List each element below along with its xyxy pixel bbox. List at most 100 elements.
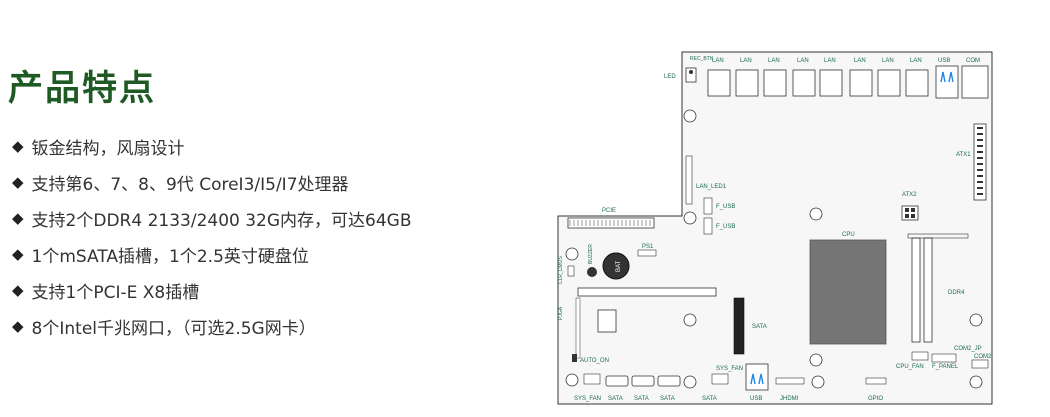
cpu-fan-label: CPU_FAN [896,364,924,370]
diamond-bullet-icon: ◆ [12,209,24,227]
lan-label: LAN [740,58,752,64]
cpu-fan-header [911,351,929,361]
lan-label: LAN [712,58,724,64]
f-panel-header [931,353,957,363]
feature-text: 钣金结构，风扇设计 [31,138,185,159]
f-usb-header [703,197,713,215]
ddr4-latch [907,233,969,239]
buzzer [587,267,597,277]
usb-label: USB [750,396,762,402]
rec-btn-label: REC_BTN [690,56,714,62]
lan-label: LAN [910,58,922,64]
feature-text: 支持2个DDR4 2133/2400 32G内存，可达64GB [31,210,412,231]
mounting-hole [565,247,579,261]
ddr4-slot [923,237,933,343]
sata-label: SATA [608,396,623,402]
mounting-hole [809,353,823,367]
sata-label: SATA [634,396,649,402]
ddr4-label: DDR4 [948,290,965,296]
atx1-label: ATX1 [956,152,971,158]
atx2-header [901,205,919,221]
pjga-header [575,297,581,359]
led-dot [689,70,693,74]
mounting-hole [683,375,697,389]
diamond-bullet-icon: ◆ [12,317,24,335]
diamond-bullet-icon: ◆ [12,245,24,263]
com2-label: COM2 [974,354,992,360]
usb-port [745,363,769,391]
pcie-slot [567,217,655,229]
lan-led1-label: LAN_LED1 [696,184,727,190]
lan-port [905,69,929,97]
feature-text: 8个Intel千兆网口，（可选2.5G网卡） [31,318,316,339]
gpio-label: GPIO [868,396,883,402]
feature-text: 1个mSATA插槽，1个2.5英寸硬盘位 [31,246,309,267]
lan-ports: LAN LAN LAN LAN LAN LAN LAN LAN [707,58,929,97]
motherboard-diagram: REC_BTN LED LAN LAN LAN LAN LAN LAN LAN … [552,48,1002,408]
atx2-pin [905,214,909,218]
sata-port [605,375,629,387]
diamond-bullet-icon: ◆ [12,137,24,155]
pcie-pins [569,220,651,226]
lan-label: LAN [797,58,809,64]
atx2-pin [911,208,915,212]
sata-label: SATA [660,396,675,402]
atx1-pins [977,127,983,195]
usb-port [935,65,959,99]
ps1-label: PS1 [642,244,654,250]
rec-button [685,67,697,83]
feature-item: ◆ 1个mSATA插槽，1个2.5英寸硬盘位 [12,236,412,272]
mounting-holes [565,109,983,389]
feature-item: ◆ 支持1个PCI-E X8插槽 [12,272,412,308]
mounting-hole [969,375,983,389]
feature-item: ◆ 钣金结构，风扇设计 [12,128,412,164]
jhdmi-label: JHDMI [780,396,799,402]
cpu-label: CPU [842,232,855,238]
sys-fan-label: SYS_FAN [574,396,601,402]
sys-fan-label: SYS_FAN [716,366,743,372]
mounting-hole [683,109,697,123]
sata-label: SATA [702,396,717,402]
feature-text: 支持第6、7、8、9代 CoreI3/I5/I7处理器 [31,174,349,195]
clr-cmos-jumper [567,265,575,277]
lan-port [763,69,787,97]
mounting-hole [811,375,825,389]
diamond-bullet-icon: ◆ [12,173,24,191]
feature-list: ◆钣金结构，风扇设计 ◆支持第6、7、8、9代 CoreI3/I5/I7处理器 … [12,128,412,344]
gpio-header [865,377,887,385]
auto-on-label: AUTO_ON [580,358,609,364]
f-usb-header [703,217,713,235]
f-panel-label: F_PANEL [932,364,959,370]
lan-label: LAN [882,58,894,64]
lan-port [707,69,731,97]
sim-slot [597,309,617,333]
lan-port [819,69,843,97]
sys-fan-header [711,373,729,385]
mounting-hole [809,207,823,221]
bat-label: BAT [616,260,622,272]
lan-port [792,69,816,97]
sata-label: SATA [752,324,767,330]
diamond-bullet-icon: ◆ [12,281,24,299]
usb-icon [750,373,764,385]
jhdmi-header [775,377,805,385]
sata-port [631,375,655,387]
f-usb-label: F_USB [716,224,735,230]
feature-item: ◆ 8个Intel千兆网口，（可选2.5G网卡） [12,308,412,344]
sata-port [657,375,681,387]
lan-label: LAN [768,58,780,64]
lan-port [849,69,873,97]
lan-port [735,69,759,97]
lan-port [877,69,901,97]
page-title: 产品特点 [8,69,157,109]
com2-jp-label: COM2_JP [954,346,982,352]
buzzer-label: BUZZER [588,244,594,264]
atx2-label: ATX2 [902,192,917,198]
usb-label: USB [938,58,950,64]
clr-cmos-label: CLR_CMOS [558,256,564,284]
lan-label: LAN [824,58,836,64]
lan-label: LAN [854,58,866,64]
mounting-hole [969,313,983,327]
feature-text: 支持1个PCI-E X8插槽 [31,282,200,303]
feature-item: ◆ 支持第6、7、8、9代 CoreI3/I5/I7处理器 [12,164,412,200]
